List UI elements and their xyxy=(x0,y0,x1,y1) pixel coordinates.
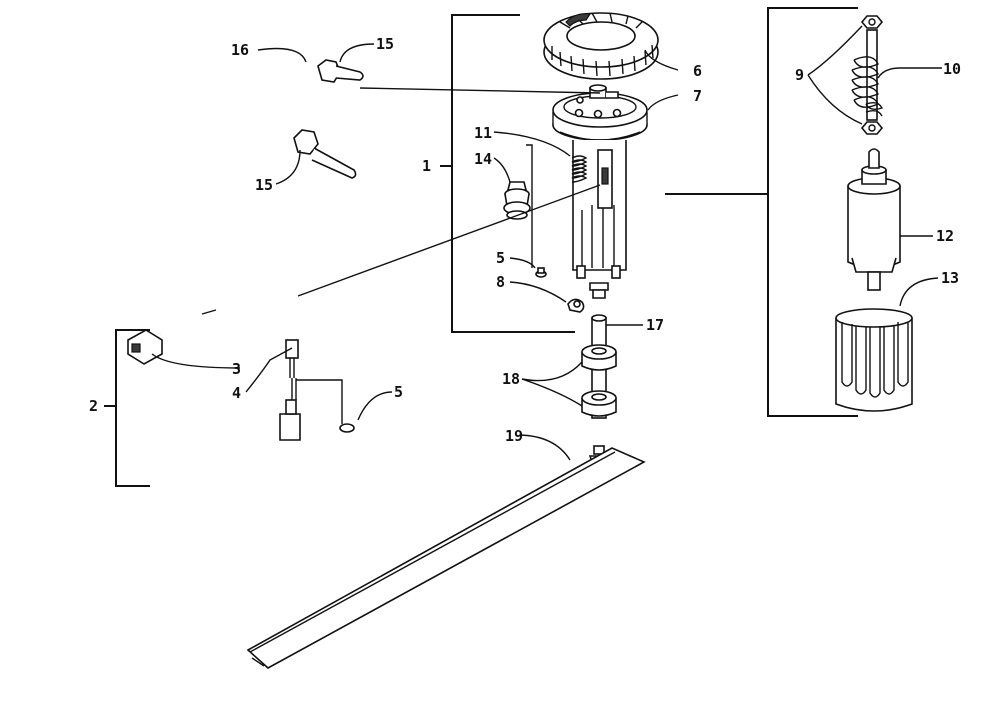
screw-part-5-upper xyxy=(535,267,547,278)
float-part-18-lower xyxy=(581,390,617,417)
callout-15-lower: 15 xyxy=(255,176,273,194)
callout-4: 4 xyxy=(232,384,241,402)
callout-12: 12 xyxy=(936,227,954,245)
callout-1: 1 xyxy=(422,157,431,175)
nut-part-9-upper xyxy=(860,15,884,29)
connector-part-3 xyxy=(127,329,163,365)
callout-13: 13 xyxy=(941,269,959,287)
callout-7: 7 xyxy=(693,87,702,105)
callout-5-upper: 5 xyxy=(496,249,505,267)
callout-15-upper: 15 xyxy=(376,35,394,53)
fuel-pump-part-12 xyxy=(847,148,901,291)
bracket-assembly-1 xyxy=(440,14,575,333)
callout-9: 9 xyxy=(795,66,804,84)
bracket-assembly-2 xyxy=(104,329,150,487)
harness-leader-line xyxy=(297,184,601,297)
callout-14: 14 xyxy=(474,150,492,168)
spring-part-11 xyxy=(571,155,588,183)
callout-5-lower: 5 xyxy=(394,383,403,401)
callout-18: 18 xyxy=(502,370,520,388)
float-part-18-upper xyxy=(581,344,617,371)
sender-strip-part-19 xyxy=(246,447,646,669)
callout-2: 2 xyxy=(89,397,98,415)
callout-16: 16 xyxy=(231,41,249,59)
callout-19: 19 xyxy=(505,427,523,445)
hose-part-10 xyxy=(851,29,883,121)
callout-17: 17 xyxy=(646,316,664,334)
nut-part-9-lower xyxy=(860,121,884,135)
bracket-pump-detail xyxy=(665,7,858,417)
connector-lower xyxy=(279,399,301,441)
vent-hose-part-16 xyxy=(260,68,319,142)
vent-leader-line xyxy=(359,87,601,94)
hose-cap-part-15-upper xyxy=(317,59,364,83)
screw-part-5-lower xyxy=(339,423,355,433)
pump-housing xyxy=(572,140,627,299)
callout-6: 6 xyxy=(693,62,702,80)
callout-leaders xyxy=(151,25,942,461)
clip-part-8 xyxy=(567,298,585,313)
wiring-harness-part-4 xyxy=(159,285,299,400)
callout-10: 10 xyxy=(943,60,961,78)
callout-11: 11 xyxy=(474,124,492,142)
filter-part-13 xyxy=(835,308,913,412)
lock-ring-part-6 xyxy=(543,12,659,80)
hose-cap-part-15-lower xyxy=(293,129,357,179)
grommet-part-14 xyxy=(503,181,531,220)
callout-labels: 1 2 3 4 5 5 6 7 8 9 10 11 12 13 14 15 15… xyxy=(89,35,961,445)
flange-cap-part-7 xyxy=(552,84,648,141)
callout-3: 3 xyxy=(232,360,241,378)
callout-8: 8 xyxy=(496,273,505,291)
